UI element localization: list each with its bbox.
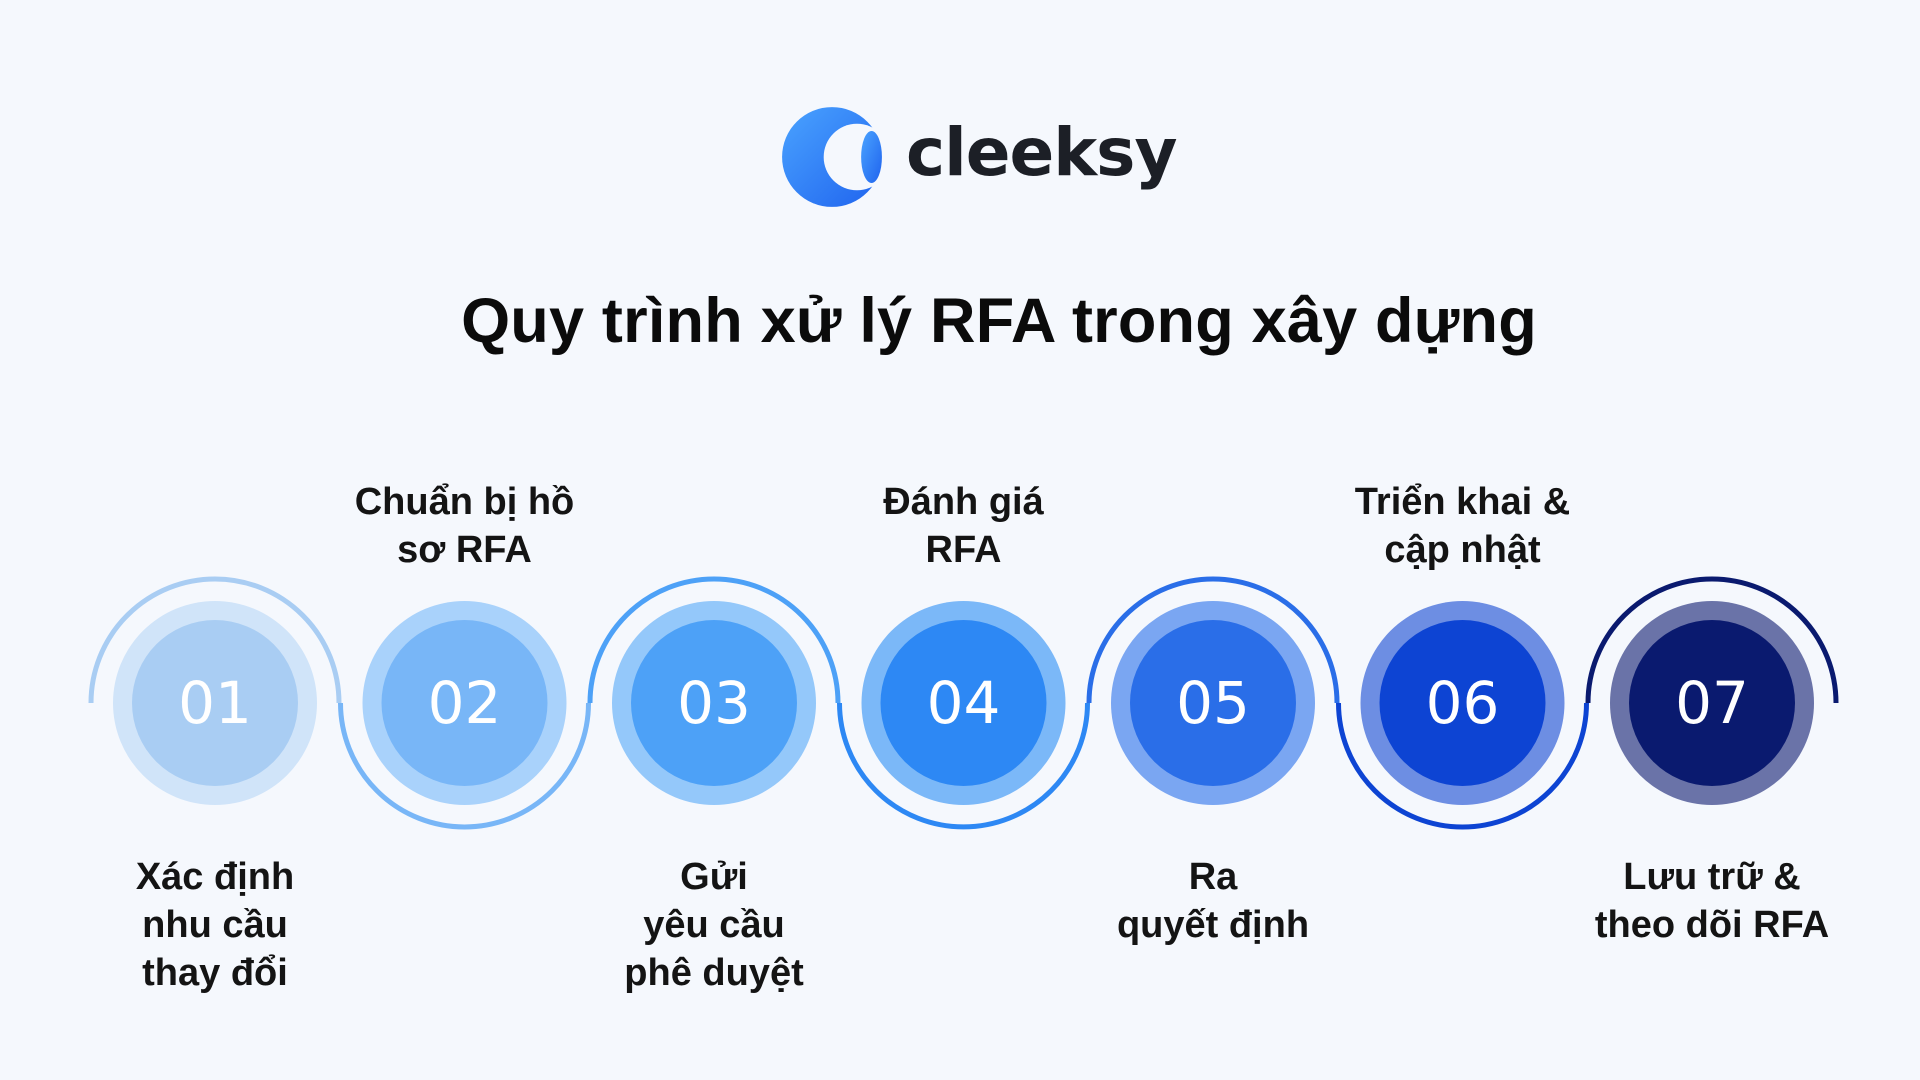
step-02: 02 xyxy=(338,601,591,830)
page-title: Quy trình xử lý RFA trong xây dựng xyxy=(461,286,1537,356)
step-01-label: Xác định nhu cầu thay đổi xyxy=(135,856,295,994)
step-06-label: Triển khai & cập nhật xyxy=(1354,481,1571,571)
step-01-arc xyxy=(88,576,342,704)
step-04-circle xyxy=(880,620,1047,786)
step-04: 04 xyxy=(837,601,1090,830)
step-04-label: Đánh giá RFA xyxy=(883,481,1044,571)
step-03-label: Gửi yêu cầu phê duyệt xyxy=(624,856,804,994)
brand-name: cleeksy xyxy=(906,114,1177,191)
step-05-circle xyxy=(1130,620,1296,786)
step-01: 01 xyxy=(88,576,342,805)
step-05-number: 05 xyxy=(1176,669,1250,737)
step-01-circle xyxy=(132,620,298,786)
step-01-number: 01 xyxy=(178,669,252,737)
step-04-arc xyxy=(837,702,1090,830)
step-07-number: 07 xyxy=(1675,669,1749,737)
step-07-arc xyxy=(1585,576,1839,704)
step-07-label: Lưu trữ & theo dõi RFA xyxy=(1594,856,1830,946)
step-03: 03 xyxy=(587,576,841,805)
step-06-number: 06 xyxy=(1426,669,1500,737)
step-05-label: Ra quyết định xyxy=(1116,856,1310,946)
cleeksy-logo-icon xyxy=(782,107,882,207)
step-05: 05 xyxy=(1086,576,1340,805)
step-02-number: 02 xyxy=(428,669,502,737)
step-02-circle xyxy=(381,620,548,786)
cleeksy-logo: cleeksy xyxy=(780,104,1177,210)
step-07-circle xyxy=(1629,620,1795,786)
step-05-arc xyxy=(1086,576,1340,704)
step-06-arc xyxy=(1336,702,1589,830)
step-07: 07 xyxy=(1585,576,1839,805)
step-03-circle xyxy=(631,620,797,786)
step-06: 06 xyxy=(1336,601,1589,830)
step-03-number: 03 xyxy=(677,669,751,737)
step-03-arc xyxy=(587,576,841,704)
step-06-circle xyxy=(1379,620,1546,786)
step-04-number: 04 xyxy=(927,669,1001,737)
step-02-label: Chuẩn bị hồ sơ RFA xyxy=(354,481,575,571)
step-02-arc xyxy=(338,702,591,830)
